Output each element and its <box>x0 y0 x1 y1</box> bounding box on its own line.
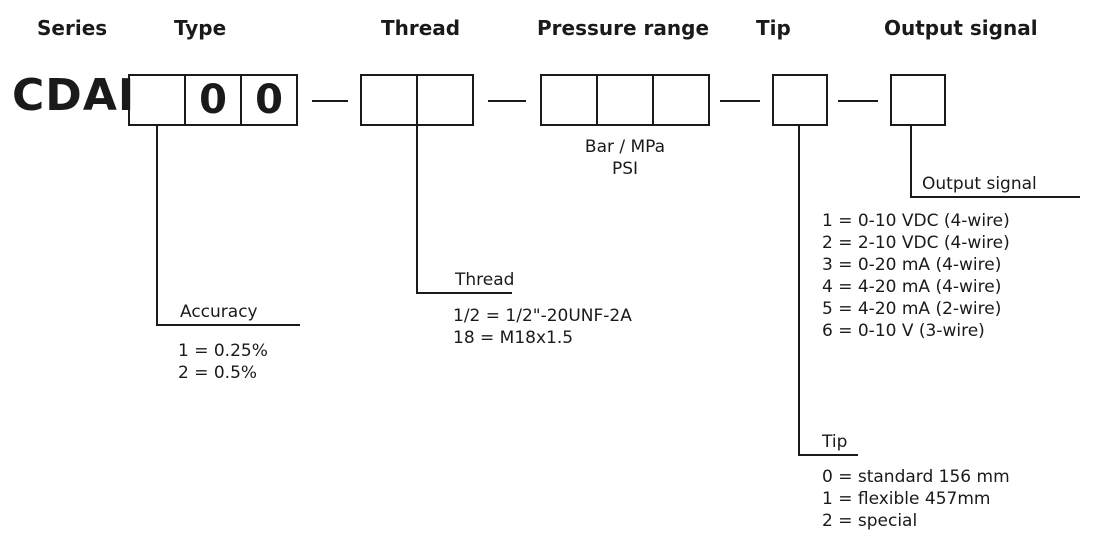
tip-option: 0 = standard 156 mm <box>822 467 1010 487</box>
thread-box-2 <box>416 74 474 126</box>
accuracy-label: Accuracy <box>180 302 258 322</box>
separator-dash <box>720 100 760 102</box>
pressure-box-3 <box>652 74 710 126</box>
accuracy-option: 2 = 0.5% <box>178 363 258 383</box>
pressure-unit-line2: PSI <box>611 159 639 179</box>
accuracy-option: 1 = 0.25% <box>178 341 268 361</box>
separator-dash <box>838 100 878 102</box>
accuracy-options: 1 = 0.25% 2 = 0.5% <box>178 340 268 384</box>
thread-label: Thread <box>455 270 515 290</box>
tip-option: 2 = special <box>822 511 918 531</box>
accuracy-underline <box>156 324 300 326</box>
thread-leader-line <box>416 126 418 294</box>
header-pressure-range: Pressure range <box>537 16 710 40</box>
thread-box-1 <box>360 74 418 126</box>
header-tip: Tip <box>756 16 791 40</box>
pressure-box-2 <box>596 74 654 126</box>
accuracy-leader-line <box>156 126 158 326</box>
tip-box <box>772 74 828 126</box>
tip-underline <box>798 454 858 456</box>
output-signal-option: 4 = 4-20 mA (4-wire) <box>822 277 1002 297</box>
output-signal-leader-line <box>910 126 912 198</box>
header-thread: Thread <box>381 16 461 40</box>
thread-options: 1/2 = 1/2"-20UNF-2A 18 = M18x1.5 <box>453 305 632 349</box>
output-signal-options: 1 = 0-10 VDC (4-wire) 2 = 2-10 VDC (4-wi… <box>822 210 1010 342</box>
header-type: Type <box>174 16 227 40</box>
tip-leader-line <box>798 126 800 456</box>
type-box-digit-2: 0 <box>184 74 242 126</box>
output-signal-option: 2 = 2-10 VDC (4-wire) <box>822 233 1010 253</box>
thread-option: 1/2 = 1/2"-20UNF-2A <box>453 306 632 326</box>
separator-dash <box>488 100 526 102</box>
separator-dash <box>312 100 348 102</box>
output-signal-option: 3 = 0-20 mA (4-wire) <box>822 255 1002 275</box>
pressure-unit-line1: Bar / MPa <box>584 137 666 157</box>
output-signal-underline <box>910 196 1080 198</box>
output-signal-label: Output signal <box>922 174 1037 194</box>
output-signal-box <box>890 74 946 126</box>
header-series: Series <box>37 16 108 40</box>
series-code: CDAI <box>12 70 136 121</box>
thread-underline <box>416 292 512 294</box>
header-output-signal: Output signal <box>884 16 1038 40</box>
output-signal-option: 1 = 0-10 VDC (4-wire) <box>822 211 1010 231</box>
tip-option: 1 = flexible 457mm <box>822 489 991 509</box>
type-box-accuracy <box>128 74 186 126</box>
type-box-digit-3: 0 <box>240 74 298 126</box>
output-signal-option: 5 = 4-20 mA (2-wire) <box>822 299 1002 319</box>
pressure-box-1 <box>540 74 598 126</box>
tip-options: 0 = standard 156 mm 1 = flexible 457mm 2… <box>822 466 1010 532</box>
output-signal-option: 6 = 0-10 V (3-wire) <box>822 321 985 341</box>
thread-option: 18 = M18x1.5 <box>453 328 574 348</box>
tip-label: Tip <box>822 432 848 452</box>
